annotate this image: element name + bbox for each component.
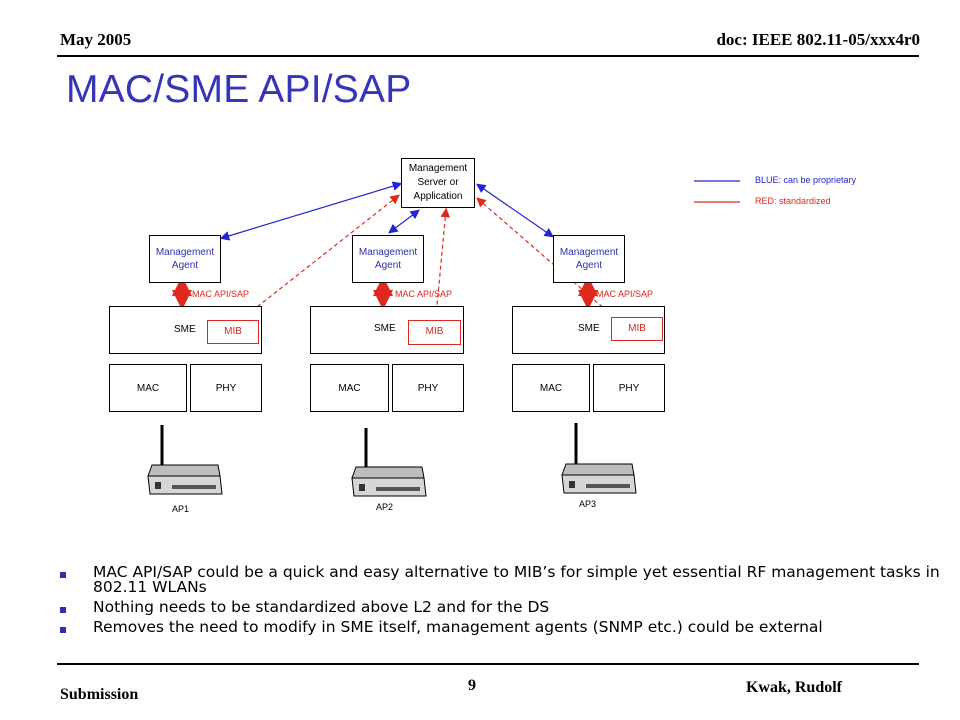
sme-label-3: SME [578,323,600,334]
header-doc-id: doc: IEEE 802.11-05/xxx4r0 [716,30,920,49]
slide-title: MAC/SME API/SAP [66,68,412,111]
sme-box-1: SME MIB [109,306,262,354]
agent-3-line-2: Agent [575,260,603,271]
bullet-list: MAC API/SAP could be a quick and easy al… [60,563,940,640]
agent-1-line-2: Agent [171,260,199,271]
server-line-3: Application [413,191,463,202]
access-point-2-icon [351,428,427,497]
mac-box-3: MAC [512,364,590,412]
bullet-text-2: Nothing needs to be standardized above L… [93,598,550,616]
mac-box-2: MAC [310,364,389,412]
mib-box-1: MIB [207,320,259,344]
access-point-1-icon [147,425,223,495]
blue-arrow-agent3 [476,183,554,238]
sme-label-2: SME [374,323,396,334]
sme-box-2: SME MIB [310,306,464,354]
bullet-text-3: Removes the need to modify in SME itself… [93,618,823,636]
access-point-3-icon [561,423,637,494]
header-date: May 2005 [60,30,132,49]
server-line-2: Server or [417,177,459,188]
footer-rule [57,663,919,665]
bullet-item: MAC API/SAP could be a quick and easy al… [60,563,940,596]
mac-api-sap-label-1: MAC API/SAP [192,289,250,299]
bullet-text-1: MAC API/SAP could be a quick and easy al… [93,563,940,596]
red-dashed-arrow-mib2 [431,207,451,319]
phy-box-1: PHY [190,364,262,412]
mac-api-sap-label-2: MAC API/SAP [395,289,453,299]
legend-blue-label: BLUE: can be proprietary [755,175,857,185]
management-server-box: Management Server or Application [401,158,475,208]
footer-submission: Submission [60,686,139,703]
mib-box-2: MIB [408,320,461,345]
red-dashed-arrow-mib1 [241,194,400,320]
blue-arrow-agent1 [219,181,403,241]
phy-box-2: PHY [392,364,464,412]
blue-arrow-agent2 [388,209,420,234]
footer-page-number: 9 [468,677,476,694]
agent-2-line-2: Agent [374,260,402,271]
bullet-square-icon [60,627,66,633]
agent-1-line-1: Management [155,247,215,258]
phy-box-3: PHY [593,364,665,412]
sme-box-3: SME MIB [512,306,665,354]
ap-label-2: AP2 [376,502,394,512]
agent-2-line-1: Management [358,247,418,258]
ap-label-1: AP1 [172,504,190,514]
bullet-square-icon [60,607,66,613]
mac-api-sap-label-3: MAC API/SAP [596,289,654,299]
mac-box-1: MAC [109,364,187,412]
ap-label-3: AP3 [579,499,597,509]
footer-author: Kwak, Rudolf [745,679,842,696]
bullet-square-icon [60,572,66,578]
header-rule [57,55,919,57]
bullet-item: Nothing needs to be standardized above L… [60,598,940,616]
server-line-1: Management [408,163,468,174]
sme-label-1: SME [174,324,196,335]
legend-red-label: RED: standardized [755,196,831,206]
mib-box-3: MIB [611,317,663,341]
agent-3-line-1: Management [559,247,619,258]
bullet-item: Removes the need to modify in SME itself… [60,618,940,636]
